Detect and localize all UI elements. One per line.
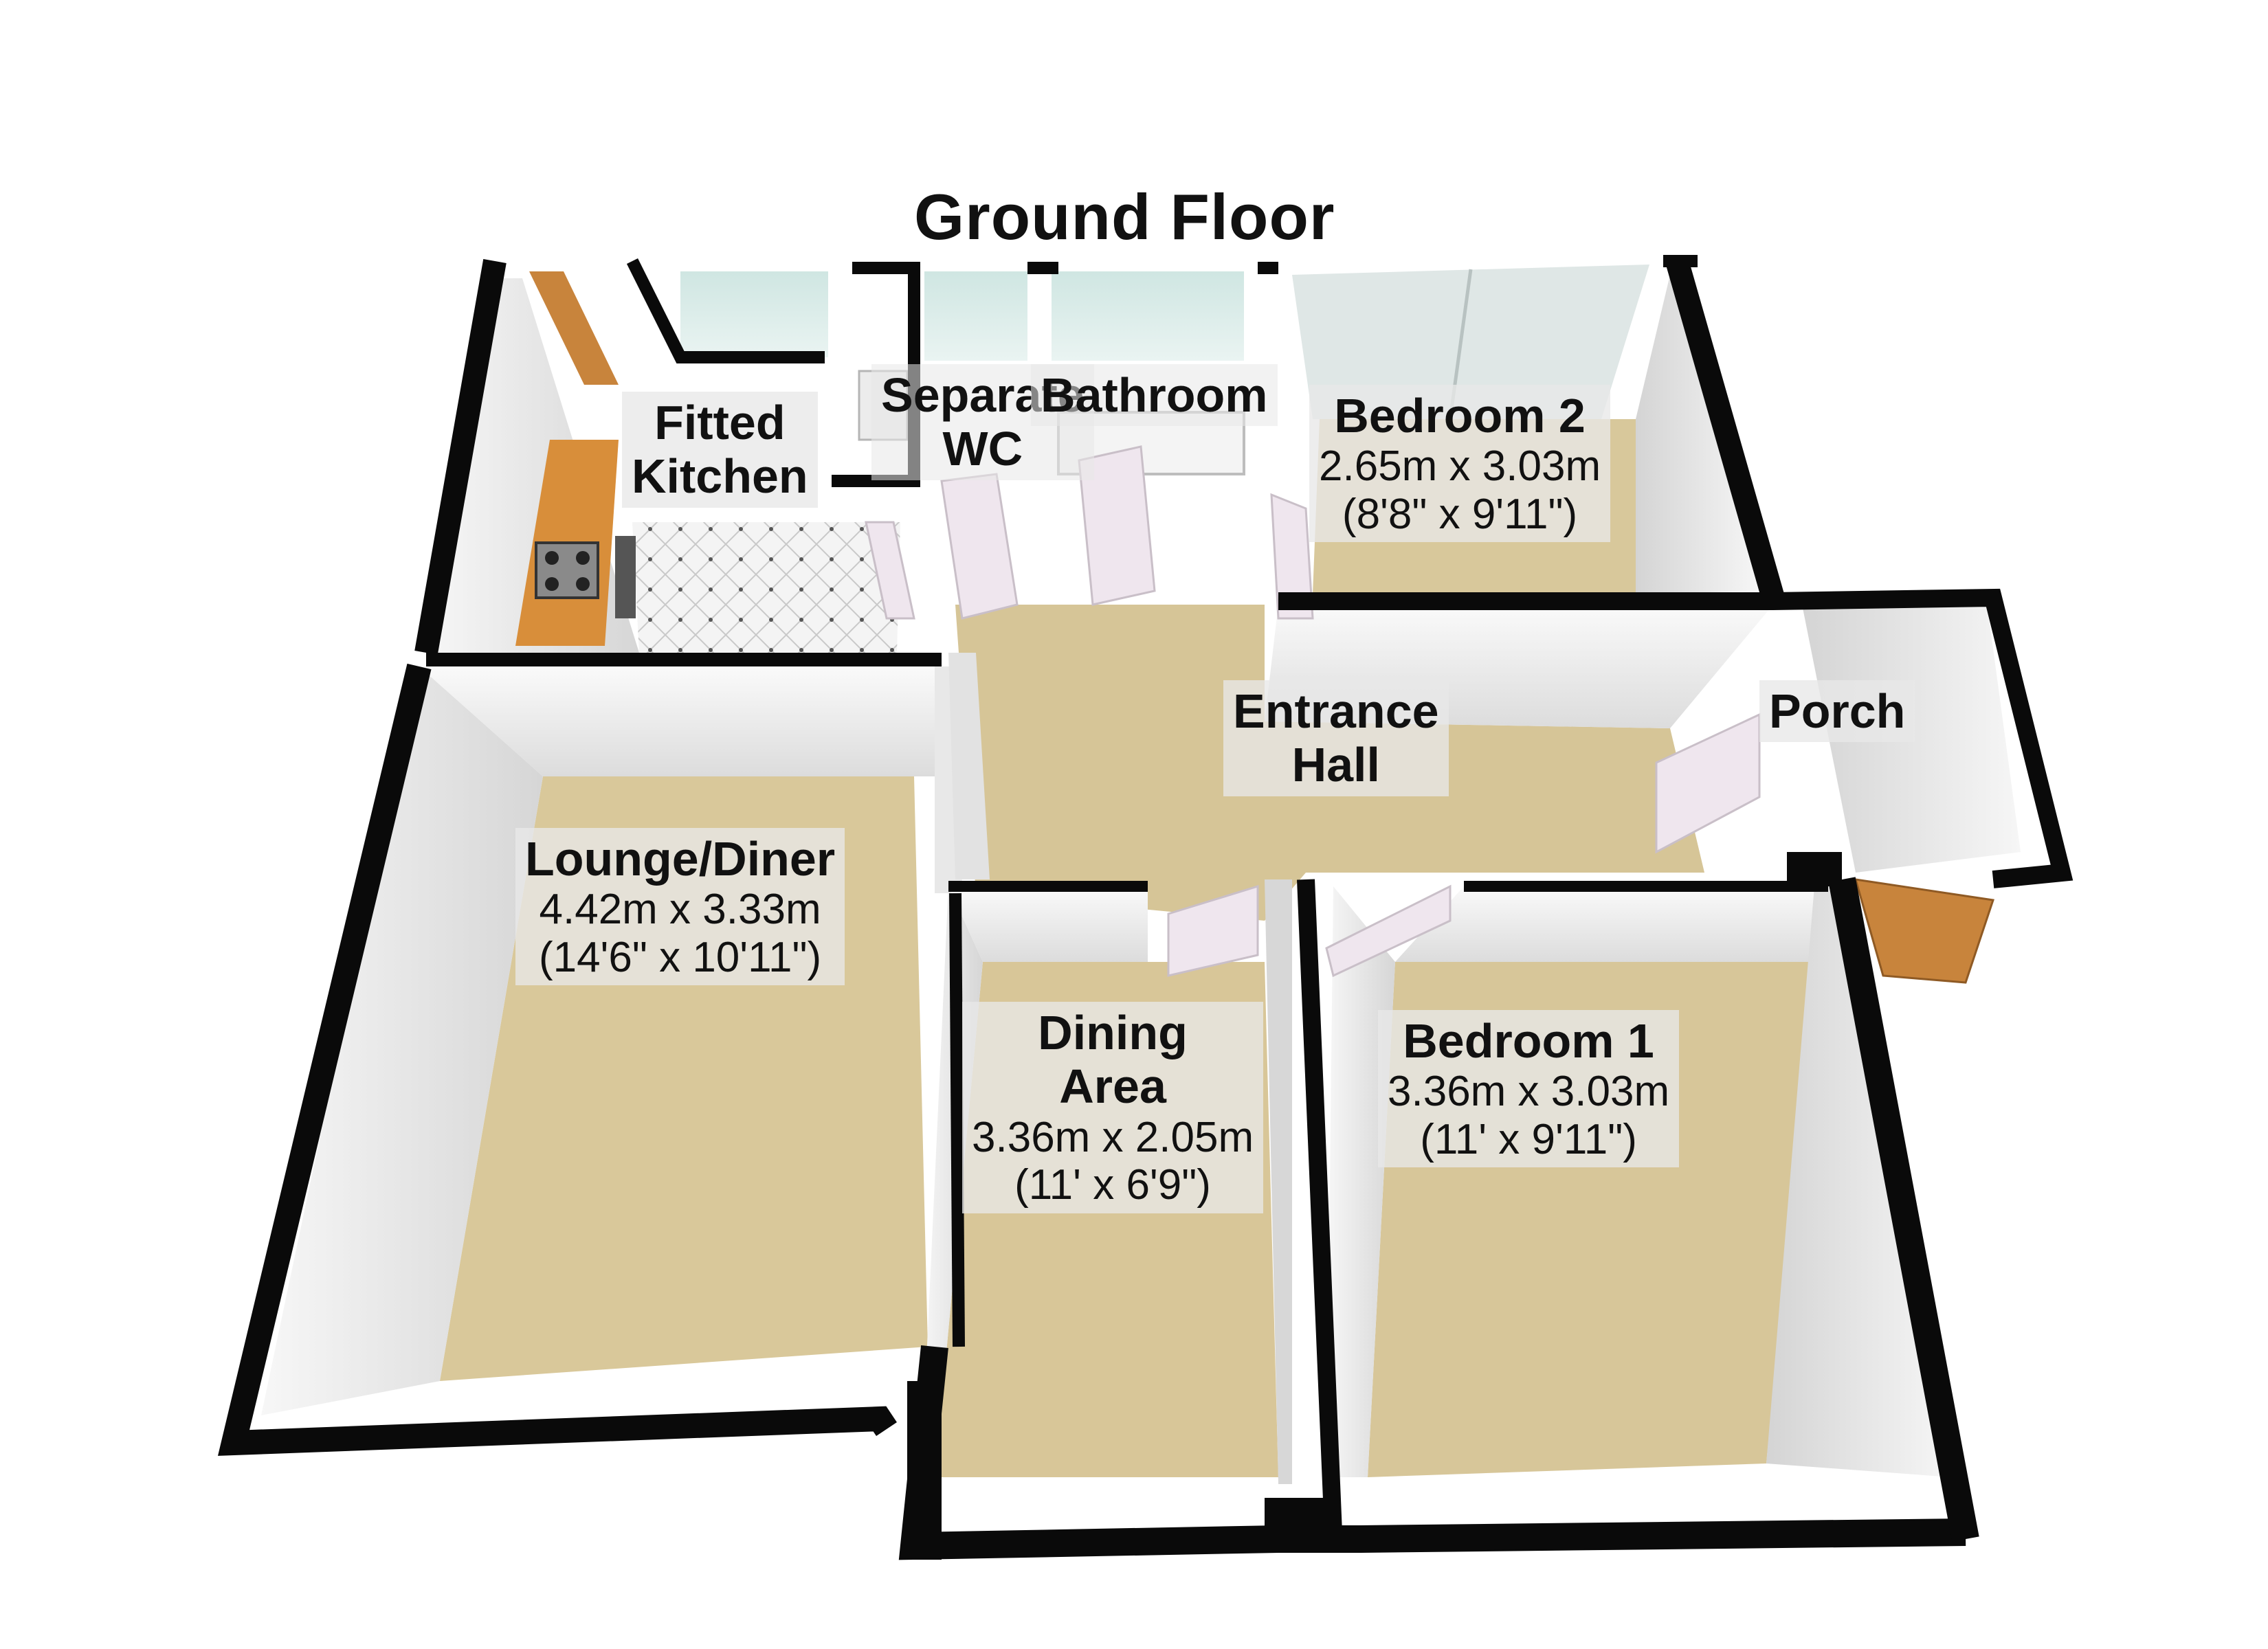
bathroom-door xyxy=(1078,445,1156,606)
dining-bedroom1-divider xyxy=(1297,879,1342,1533)
room-name: Bedroom 1 xyxy=(1403,1014,1654,1068)
dining-top-wall-face xyxy=(948,886,1148,962)
kitchen-back-door xyxy=(529,271,619,385)
bedroom2-right-wall xyxy=(1665,258,1785,601)
kitchen-oven xyxy=(615,536,636,618)
kitchen-fittings xyxy=(515,271,636,646)
room-label-porch: Porch xyxy=(1759,680,1915,743)
room-label-bedroom1: Bedroom 1 3.36m x 3.03m (11' x 9'11") xyxy=(1378,1010,1680,1168)
kitchen-hob xyxy=(535,541,599,599)
dining-left-stub xyxy=(949,893,965,1347)
bedroom2-right-wall-face xyxy=(1636,275,1759,594)
room-name: Kitchen xyxy=(632,449,808,504)
room-size-imperial: (11' x 9'11") xyxy=(1420,1115,1637,1163)
kitchen-window xyxy=(680,271,828,357)
kitchen-outer-wall xyxy=(414,259,507,655)
kitchen-floor xyxy=(632,522,900,653)
dining-right-wall-face xyxy=(1265,879,1292,1484)
room-size-imperial: (14'6" x 10'11") xyxy=(538,933,822,981)
room-name: Bedroom 2 xyxy=(1334,389,1586,442)
porch-inner-door xyxy=(1655,713,1761,854)
dining-door xyxy=(1167,884,1259,977)
room-name: Fitted xyxy=(654,396,786,449)
room-size-metric: 3.36m x 3.03m xyxy=(1388,1068,1670,1116)
room-size-imperial: (11' x 6'9") xyxy=(1014,1161,1211,1209)
room-name: Lounge/Diner xyxy=(525,832,836,886)
floor-title: Ground Floor xyxy=(914,181,1335,253)
back-windows xyxy=(680,265,1649,420)
room-label-dining: Dining Area 3.36m x 2.05m (11' x 6'9") xyxy=(962,1002,1264,1213)
bedroom2-door xyxy=(1270,493,1314,620)
room-size-metric: 2.65m x 3.03m xyxy=(1319,442,1601,491)
bedroom1-right-wall xyxy=(1828,877,1979,1542)
hall-left-wall-face xyxy=(948,653,990,879)
bedroom1-top-wall-face xyxy=(1395,886,1814,962)
room-size-metric: 3.36m x 2.05m xyxy=(972,1113,1254,1161)
hall-top-wall xyxy=(1278,588,2074,888)
kitchen-door xyxy=(865,521,915,620)
room-label-hall: Entrance Hall xyxy=(1223,680,1449,796)
room-size-imperial: (8'8" x 9'11") xyxy=(1342,490,1578,538)
doors xyxy=(865,445,1994,984)
lounge-left-wall-face xyxy=(261,666,543,1415)
bathroom-window xyxy=(1052,271,1244,361)
room-name: WC xyxy=(942,422,1023,476)
bedroom1-right-wall-face xyxy=(1766,886,1952,1477)
room-name: Hall xyxy=(1291,738,1380,792)
wall-caps xyxy=(907,852,1842,1560)
room-name: Dining xyxy=(1038,1006,1188,1059)
room-name: Entrance xyxy=(1233,684,1439,738)
wc-window xyxy=(924,271,1027,361)
room-name: Porch xyxy=(1769,684,1906,738)
room-label-bedroom2: Bedroom 2 2.65m x 3.03m (8'8" x 9'11") xyxy=(1309,385,1611,543)
room-label-kitchen: Fitted Kitchen xyxy=(622,392,818,508)
room-name: Area xyxy=(1059,1059,1166,1114)
room-label-bathroom: Bathroom xyxy=(1031,364,1278,427)
kitchen-top-wall xyxy=(626,258,825,363)
lounge-top-wall-face xyxy=(419,666,935,776)
room-label-lounge: Lounge/Diner 4.42m x 3.33m (14'6" x 10'1… xyxy=(515,828,845,986)
bedroom2-wardrobe xyxy=(1292,265,1649,419)
room-name: Bathroom xyxy=(1041,368,1268,422)
wc-door xyxy=(940,473,1019,620)
lounge-outer-wall xyxy=(217,663,897,1456)
front-door xyxy=(1854,878,1994,984)
bedroom1-door xyxy=(1325,884,1452,978)
room-size-metric: 4.42m x 3.33m xyxy=(539,886,821,934)
